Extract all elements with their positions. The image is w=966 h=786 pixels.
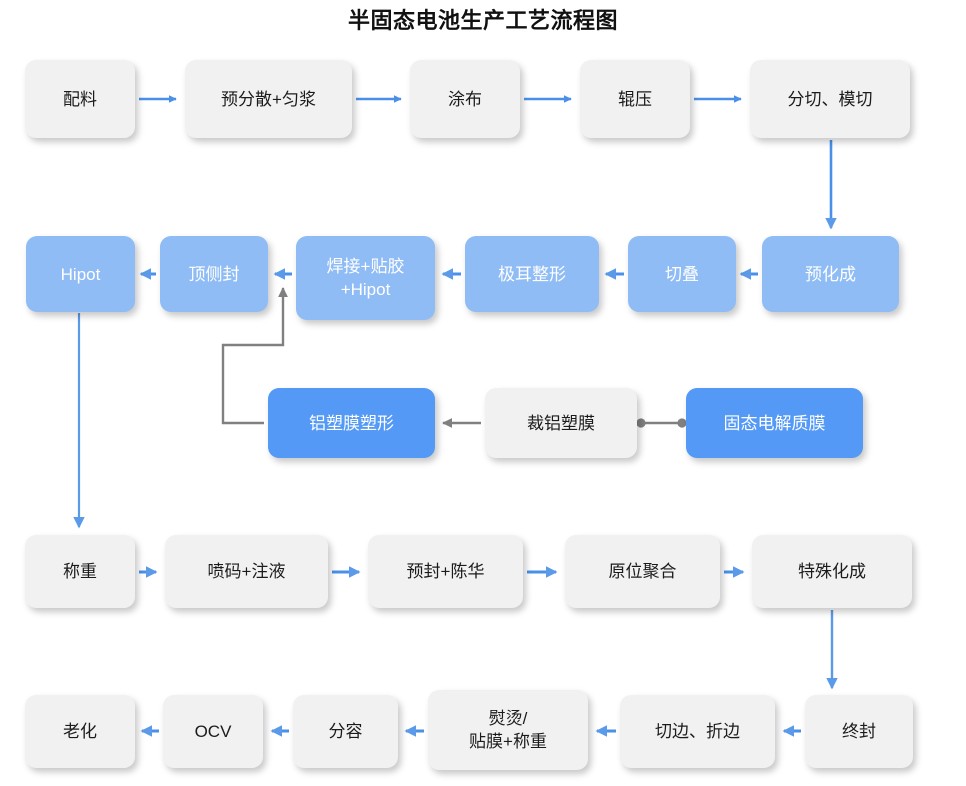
node-penma-zhuye[interactable]: 喷码+注液 — [165, 535, 328, 608]
node-teshu-huacheng[interactable]: 特殊化成 — [752, 535, 912, 608]
node-dingcefeng[interactable]: 顶侧封 — [160, 236, 268, 312]
node-qiedie[interactable]: 切叠 — [628, 236, 736, 312]
node-yufensan-yunjiang[interactable]: 预分散+匀浆 — [185, 60, 352, 138]
node-chengzhong[interactable]: 称重 — [25, 535, 135, 608]
node-hanjie-tiejiao-hipot[interactable]: 焊接+贴胶 +Hipot — [296, 236, 435, 320]
node-yuntang-tiemo-chengzhong[interactable]: 熨烫/ 贴膜+称重 — [428, 690, 588, 770]
node-ocv[interactable]: OCV — [163, 695, 263, 768]
node-zhongfeng[interactable]: 终封 — [805, 695, 913, 768]
node-lvsumo-suxing[interactable]: 铝塑膜塑形 — [268, 388, 435, 458]
node-yuanwei-juhe[interactable]: 原位聚合 — [565, 535, 720, 608]
node-laohua[interactable]: 老化 — [25, 695, 135, 768]
node-yuhuacheng[interactable]: 预化成 — [762, 236, 899, 312]
node-yufeng-chenhua[interactable]: 预封+陈华 — [368, 535, 523, 608]
node-guotai-dianjiezhimo[interactable]: 固态电解质膜 — [686, 388, 863, 458]
page-title: 半固态电池生产工艺流程图 — [347, 8, 618, 33]
node-qiebian-zhebian[interactable]: 切边、折边 — [620, 695, 775, 768]
node-fenrong[interactable]: 分容 — [293, 695, 398, 768]
node-gunya[interactable]: 辊压 — [580, 60, 690, 138]
node-hipot[interactable]: Hipot — [26, 236, 135, 312]
node-fenqie-moqie[interactable]: 分切、模切 — [750, 60, 910, 138]
node-jier-zhengxing[interactable]: 极耳整形 — [465, 236, 599, 312]
edge-guotai-to-cailvsumo — [636, 418, 687, 428]
node-tubu[interactable]: 涂布 — [410, 60, 520, 138]
node-peiliao[interactable]: 配料 — [25, 60, 135, 138]
node-cai-lvsumo[interactable]: 裁铝塑膜 — [485, 388, 637, 458]
